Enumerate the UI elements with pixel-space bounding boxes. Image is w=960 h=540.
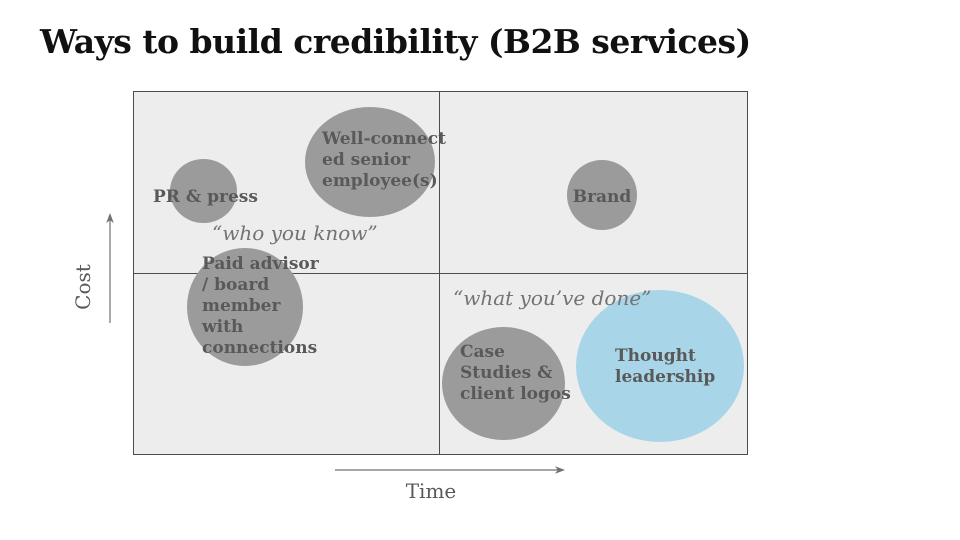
- arrow-right-icon: [335, 466, 565, 474]
- bubble-case-studies-client-logos: [442, 327, 565, 440]
- bubble-label-line: Paid advisor: [202, 254, 319, 274]
- bubble-label-line: with: [202, 317, 244, 337]
- bubble-well-connected-senior-employees: [305, 107, 435, 217]
- bubble-label-paid-advisor-board-member: Paid advisor / board member with connect…: [202, 254, 319, 359]
- bubble-label-line: connections: [202, 338, 318, 358]
- quadrant-divider-horizontal: [134, 273, 747, 274]
- quadrant-chart: PR & press Well-connect ed senior employ…: [133, 91, 748, 455]
- bubble-label-line: employee(s): [322, 171, 438, 191]
- x-axis-label: Time: [405, 479, 457, 503]
- page-title: Ways to build credibility (B2B services): [40, 22, 751, 61]
- bubble-label-line: Well-connect: [322, 129, 446, 149]
- bubble-label-line: / board: [202, 275, 270, 295]
- bubble-label-case-studies-client-logos: Case Studies & client logos: [460, 342, 571, 405]
- bubble-label-line: member: [202, 296, 281, 316]
- bubble-label-line: client logos: [460, 384, 571, 404]
- bubble-label-line: PR & press: [153, 187, 258, 207]
- bubble-label-line: leadership: [615, 367, 716, 387]
- bubble-label-brand: Brand: [567, 187, 637, 208]
- bubble-label-well-connected-senior-employees: Well-connect ed senior employee(s): [322, 129, 446, 192]
- bubble-label-pr-press: PR & press: [153, 187, 258, 208]
- bubble-thought-leadership: [576, 290, 744, 442]
- bubble-paid-advisor-board-member: [187, 248, 303, 366]
- bubble-label-line: Studies &: [460, 363, 553, 383]
- bubble-label-thought-leadership: Thought leadership: [615, 346, 715, 388]
- bubble-label-line: Thought: [615, 346, 696, 366]
- bubble-pr-press: [170, 159, 237, 223]
- bubble-label-line: Case: [460, 342, 505, 362]
- bubble-label-line: Brand: [572, 187, 632, 207]
- bubble-brand: [567, 160, 637, 230]
- quadrant-quote-who-you-know: “who you know”: [212, 221, 378, 245]
- bubble-label-line: ed senior: [322, 150, 411, 170]
- quadrant-quote-what-youve-done: “what you’ve done”: [453, 286, 652, 310]
- y-axis-label: Cost: [71, 264, 95, 310]
- arrow-up-icon: [106, 213, 114, 323]
